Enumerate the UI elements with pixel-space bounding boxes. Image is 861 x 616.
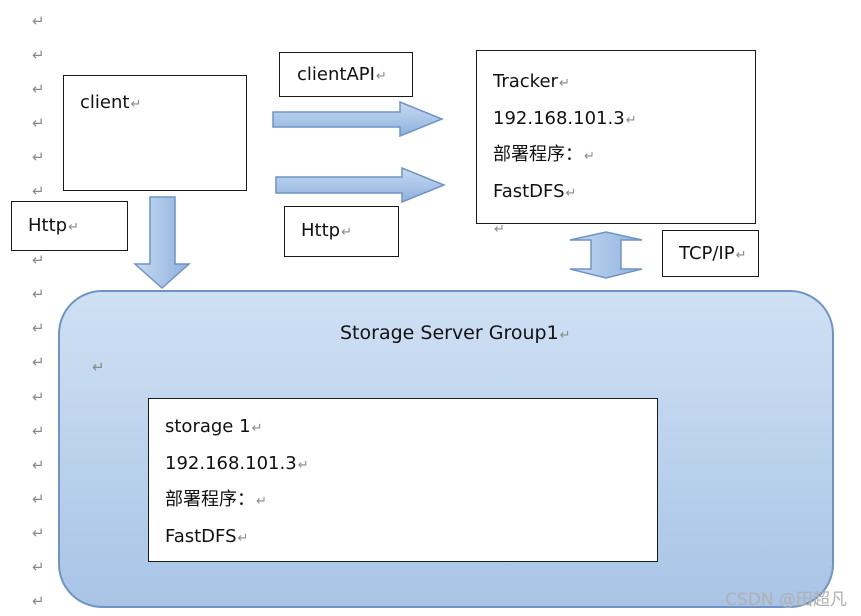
return-mark: ↵ [32, 388, 45, 406]
return-mark: ↵ [32, 353, 45, 371]
watermark: CSDN @田超凡 [725, 590, 847, 610]
storage-deploy-label: 部署程序：↵ [165, 489, 267, 510]
client-label: client↵ [80, 92, 142, 113]
tracker-box: Tracker↵ 192.168.101.3↵ 部署程序：↵ FastDFS↵ … [476, 50, 756, 237]
return-mark: ↵ [32, 148, 45, 166]
http-label-left: Http↵ [28, 215, 79, 236]
storage-text: storage 1↵ 192.168.101.3↵ 部署程序：↵ FastDFS… [165, 410, 309, 556]
http-label-box-left: Http↵ [11, 201, 128, 251]
return-mark: ↵ [32, 285, 45, 303]
return-mark: ↵ [32, 251, 45, 269]
tcpip-label-box: TCP/IP↵ [662, 230, 759, 277]
tracker-program: FastDFS↵ [493, 180, 577, 202]
return-mark: ↵ [32, 490, 45, 508]
tracker-ip: 192.168.101.3↵ [493, 107, 637, 129]
return-mark: ↵ [92, 358, 105, 376]
arrow-client-to-storage [133, 196, 191, 290]
http-label-mid: Http↵ [301, 220, 352, 241]
return-mark: ↵ [32, 182, 45, 200]
return-mark: ↵ [32, 114, 45, 132]
tracker-deploy-label: 部署程序：↵ [493, 144, 595, 165]
return-mark: ↵ [32, 456, 45, 474]
arrow-tracker-storage-bidirectional [569, 231, 643, 279]
return-mark: ↵ [32, 524, 45, 542]
return-mark: ↵ [32, 319, 45, 337]
tracker-text: Tracker↵ 192.168.101.3↵ 部署程序：↵ FastDFS↵ … [493, 65, 637, 248]
storage-ip: 192.168.101.3↵ [165, 452, 309, 474]
tracker-name: Tracker↵ [493, 71, 570, 92]
clientapi-label: clientAPI↵ [297, 64, 387, 85]
storage-program: FastDFS↵ [165, 525, 249, 547]
return-mark: ↵ [32, 12, 45, 30]
arrow-http-to-tracker [275, 166, 446, 204]
tcpip-label: TCP/IP↵ [679, 243, 747, 264]
storage-group-title: Storage Server Group1↵ [340, 322, 571, 344]
return-mark: ↵ [32, 592, 45, 610]
return-mark: ↵ [32, 80, 45, 98]
return-mark: ↵ [32, 558, 45, 576]
storage-box: storage 1↵ 192.168.101.3↵ 部署程序：↵ FastDFS… [148, 398, 658, 562]
tracker-empty-line: ↵ [494, 222, 505, 237]
arrow-clientapi-to-tracker [272, 100, 444, 138]
clientapi-label-box: clientAPI↵ [279, 52, 413, 97]
return-mark: ↵ [32, 46, 45, 64]
return-mark: ↵ [32, 422, 45, 440]
client-box: client↵ [63, 75, 247, 191]
storage-name: storage 1↵ [165, 416, 263, 437]
http-label-box-mid: Http↵ [284, 206, 399, 257]
